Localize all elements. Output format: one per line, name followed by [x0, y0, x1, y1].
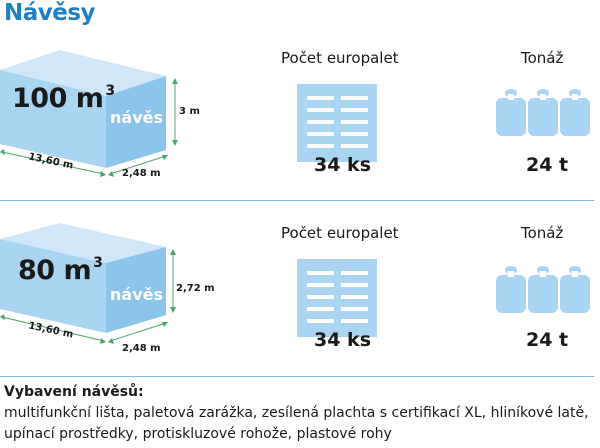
pallets-value: 34 ks [314, 329, 371, 351]
section-divider [0, 200, 594, 201]
pallets-value: 34 ks [314, 154, 371, 176]
weight-icon [496, 266, 590, 313]
weight-icon [496, 89, 590, 136]
tonnage-value: 24 t [526, 329, 569, 351]
tonnage-label: Tonáž [521, 224, 564, 242]
trailer-width: 2,48 m [122, 168, 161, 179]
trailer-height: 3 m [179, 106, 200, 117]
pallet-icon [297, 259, 377, 337]
trailer-box-shape [0, 223, 176, 344]
trailer-type-label: návěs [110, 108, 163, 127]
pallets-label: Počet europalet [281, 49, 399, 67]
pallets-label: Počet europalet [281, 224, 399, 242]
page-title: Návěsy [4, 0, 96, 26]
pallet-icon [297, 84, 377, 162]
tonnage-value: 24 t [526, 154, 569, 176]
equipment-line-1: multifunkční lišta, paletová zarážka, ze… [4, 405, 589, 421]
trailer-type-label: návěs [110, 285, 163, 304]
trailer-height: 2,72 m [176, 283, 215, 294]
tonnage-label: Tonáž [521, 49, 564, 67]
equipment-line-2: upínací prostředky, protiskluzové rohože… [4, 426, 392, 442]
section-divider [0, 376, 594, 377]
trailer-box-shape [0, 50, 178, 177]
equipment-title: Vybavení návěsů: [4, 384, 144, 400]
trailer-width: 2,48 m [122, 343, 161, 354]
